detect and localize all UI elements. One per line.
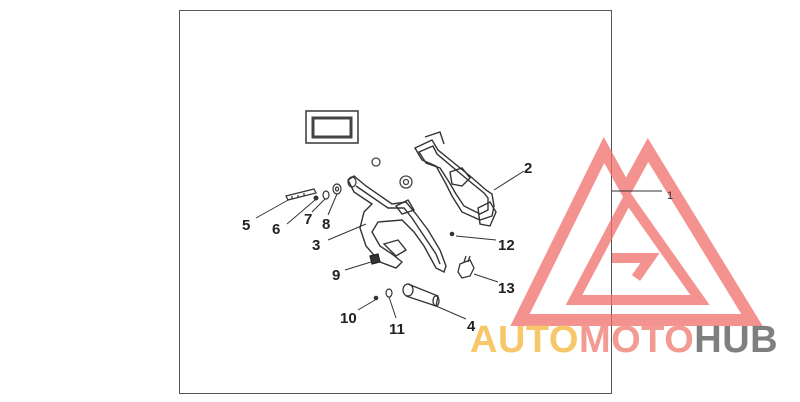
callout-6: 6	[272, 221, 280, 238]
part-2-bracket	[414, 131, 497, 227]
part-7-washer	[322, 190, 330, 200]
callout-8: 8	[322, 216, 330, 233]
callout-4: 4	[467, 318, 476, 335]
part-5-bolt	[285, 188, 317, 201]
badge-plate	[305, 110, 359, 144]
diagram-frame	[179, 10, 612, 394]
callout-11: 11	[389, 321, 405, 338]
watermark-hub: HUB	[694, 319, 778, 361]
logo-inner-triangle	[565, 188, 710, 305]
part-12-screw	[449, 231, 455, 237]
callout-2: 2	[524, 160, 532, 177]
part-9-spacer	[369, 253, 381, 265]
callout-7: 7	[304, 211, 312, 228]
watermark-auto: AUTO	[470, 319, 579, 361]
part-10-screw	[373, 295, 379, 301]
part-8-washer	[332, 176, 357, 195]
watermark-text: AUTOMOTOHUB	[470, 319, 778, 361]
logo-outer-triangle	[510, 137, 763, 326]
part-11-washer	[385, 288, 393, 298]
callout-9: 9	[332, 267, 340, 284]
callout-3: 3	[312, 237, 320, 254]
part-3-bracket	[347, 175, 447, 273]
callout-10: 10	[340, 310, 357, 327]
nut-top	[371, 157, 413, 189]
callout-13: 13	[498, 280, 515, 297]
part-6-screw	[313, 195, 319, 201]
watermark-logo	[510, 137, 763, 326]
callout-12: 12	[498, 237, 515, 254]
part-13-clamp	[457, 255, 475, 279]
callout-5: 5	[242, 217, 250, 234]
callout-1: 1	[667, 190, 673, 202]
logo-g-stroke	[612, 253, 660, 281]
watermark-moto: MOTO	[579, 319, 694, 361]
part-4-pin	[402, 283, 440, 307]
